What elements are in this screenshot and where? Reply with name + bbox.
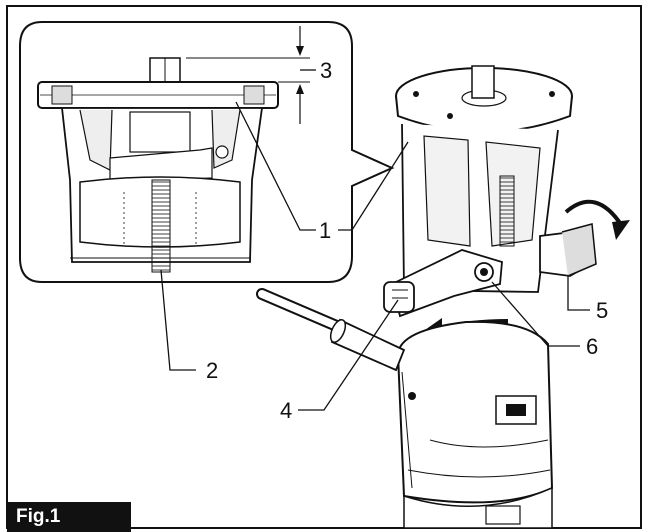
leader-1a [235, 101, 316, 231]
leader-6 [491, 281, 580, 347]
callout-5: 5 [596, 298, 609, 323]
callout-4: 4 [280, 398, 293, 423]
leader-lines [160, 69, 590, 411]
figure-border [6, 5, 642, 529]
detail-inset [19, 21, 395, 283]
callout-6: 6 [586, 334, 599, 359]
leader-5 [567, 276, 590, 311]
motor-housing [396, 320, 554, 504]
leader-2 [160, 269, 196, 371]
figure-label: Fig.1 [7, 502, 131, 532]
callout-2: 2 [206, 358, 219, 383]
router-body [383, 65, 630, 529]
leader-1b [338, 141, 409, 231]
router-shaft [471, 65, 495, 99]
callout-1: 1 [319, 218, 332, 243]
power-cord [256, 288, 406, 372]
leader-4 [298, 299, 399, 411]
callout-3: 3 [320, 58, 333, 83]
